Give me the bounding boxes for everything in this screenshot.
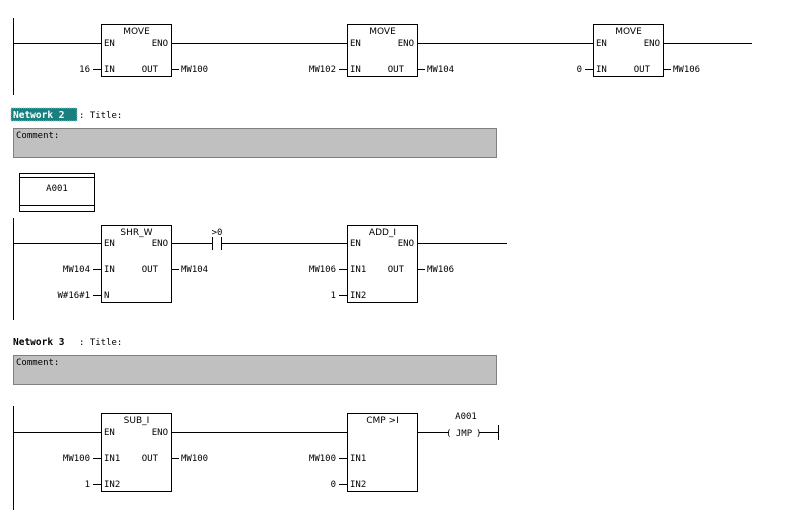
in-pin: IN xyxy=(350,65,361,75)
out-operand[interactable]: MW104 xyxy=(181,265,208,275)
out-pin: OUT xyxy=(634,65,651,75)
coil-left-paren: ( xyxy=(446,429,451,439)
in2-operand[interactable]: 1 xyxy=(85,480,90,490)
in1-pin: IN1 xyxy=(350,265,366,275)
in1-operand[interactable]: MW100 xyxy=(63,454,90,464)
block-title: MOVE xyxy=(369,27,396,37)
network-3-comment-box[interactable]: Comment: xyxy=(13,355,497,385)
sub-i-block[interactable]: SUB_I EN ENO IN1 OUT IN2 MW100 1 MW100 xyxy=(63,413,208,492)
eno-pin: ENO xyxy=(152,239,168,249)
cmp-i-block[interactable]: CMP >I IN1 IN2 MW100 0 xyxy=(309,413,418,492)
in1-operand[interactable]: MW100 xyxy=(309,454,336,464)
network-2-comment-box[interactable]: Comment: xyxy=(13,128,497,158)
in2-operand[interactable]: 1 xyxy=(331,291,336,301)
network-1 xyxy=(13,18,752,95)
add-i-block[interactable]: ADD_I EN ENO IN1 OUT IN2 MW106 1 MW106 xyxy=(309,225,454,303)
jmp-coil[interactable]: A001 ( JMP ) xyxy=(446,412,481,439)
en-pin: EN xyxy=(104,428,115,438)
network-title-label: : Title: xyxy=(79,111,122,121)
out-operand[interactable]: MW100 xyxy=(181,65,208,75)
contact-label[interactable]: >0 xyxy=(212,228,223,238)
en-pin: EN xyxy=(596,39,607,49)
network-header-label[interactable]: Network 2 xyxy=(13,110,64,121)
in-pin: IN xyxy=(104,65,115,75)
eno-pin: ENO xyxy=(398,239,414,249)
en-pin: EN xyxy=(104,239,115,249)
comment-label: Comment: xyxy=(16,131,60,141)
move-block-2[interactable]: MOVE EN ENO IN OUT MW102 MW104 xyxy=(309,24,454,77)
eno-pin: ENO xyxy=(398,39,414,49)
block-title: MOVE xyxy=(123,27,150,37)
network-2 xyxy=(13,218,507,320)
eno-pin: ENO xyxy=(152,428,168,438)
network-2-header[interactable]: Network 2 : Title: xyxy=(10,107,122,122)
jmp-target-label: A001 xyxy=(455,412,477,422)
in-pin: IN xyxy=(104,265,115,275)
in2-pin: IN2 xyxy=(350,480,366,490)
network-3-header[interactable]: Network 3 : Title: xyxy=(13,337,122,348)
n-operand[interactable]: W#16#1 xyxy=(57,291,90,301)
block-title: MOVE xyxy=(615,27,642,37)
eno-pin: ENO xyxy=(152,39,168,49)
out-pin: OUT xyxy=(142,265,159,275)
out-operand[interactable]: MW100 xyxy=(181,454,208,464)
block-title: SHR_W xyxy=(120,228,152,238)
in-operand[interactable]: 0 xyxy=(577,65,582,75)
block-title: CMP >I xyxy=(366,416,399,426)
network-3 xyxy=(13,406,499,510)
out-pin: OUT xyxy=(388,65,405,75)
coil-text: JMP xyxy=(456,429,473,439)
in-operand[interactable]: MW102 xyxy=(309,65,336,75)
jump-label-box[interactable]: A001 xyxy=(19,173,95,212)
shr-w-block[interactable]: SHR_W EN ENO IN OUT N MW104 W#16#1 MW104 xyxy=(57,225,208,303)
in1-operand[interactable]: MW106 xyxy=(309,265,336,275)
en-pin: EN xyxy=(350,39,361,49)
move-block-3[interactable]: MOVE EN ENO IN OUT 0 MW106 xyxy=(577,24,701,77)
block-title: SUB_I xyxy=(124,416,150,426)
jump-label: A001 xyxy=(46,184,68,194)
network-header-highlight xyxy=(10,107,78,122)
comment-label: Comment: xyxy=(16,358,60,368)
out-pin: OUT xyxy=(142,454,159,464)
network-title-label: : Title: xyxy=(79,338,122,348)
en-pin: EN xyxy=(350,239,361,249)
in2-pin: IN2 xyxy=(104,480,120,490)
move-block-1[interactable]: MOVE EN ENO IN OUT 16 MW100 xyxy=(79,24,208,77)
en-pin: EN xyxy=(104,39,115,49)
in2-pin: IN2 xyxy=(350,291,366,301)
out-pin: OUT xyxy=(142,65,159,75)
n-pin: N xyxy=(104,291,109,301)
in1-pin: IN1 xyxy=(104,454,120,464)
coil-right-paren: ) xyxy=(476,429,481,439)
in-pin: IN xyxy=(596,65,607,75)
in2-operand[interactable]: 0 xyxy=(331,480,336,490)
eno-pin: ENO xyxy=(644,39,660,49)
out-operand[interactable]: MW106 xyxy=(427,265,454,275)
out-pin: OUT xyxy=(388,265,405,275)
in-operand[interactable]: 16 xyxy=(79,65,90,75)
block-title: ADD_I xyxy=(369,228,396,238)
out-operand[interactable]: MW104 xyxy=(427,65,454,75)
out-operand[interactable]: MW106 xyxy=(673,65,700,75)
in-operand[interactable]: MW104 xyxy=(63,265,90,275)
network-header-label[interactable]: Network 3 xyxy=(13,337,65,348)
in1-pin: IN1 xyxy=(350,454,366,464)
